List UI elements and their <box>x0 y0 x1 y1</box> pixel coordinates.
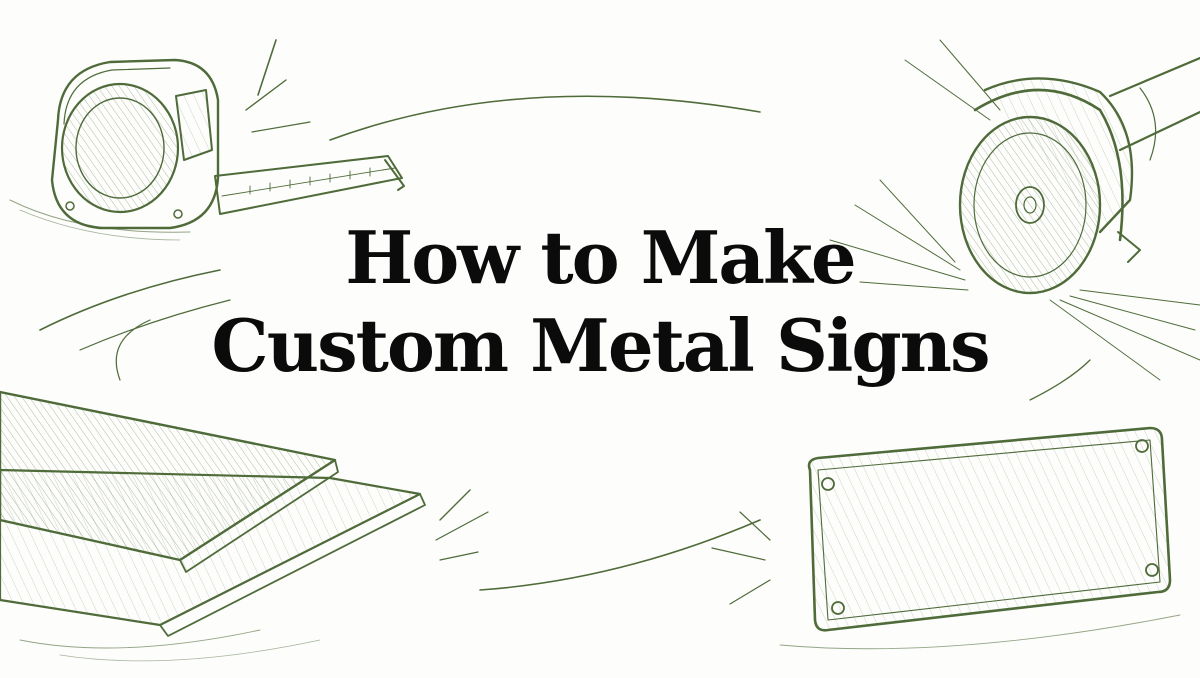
tape-measure-icon <box>9 39 405 241</box>
decorative-swooshes <box>39 95 1091 591</box>
page-title: How to Make Custom Metal Signs <box>0 222 1200 382</box>
metal-sheets-icon <box>0 390 489 662</box>
title-line-2: Custom Metal Signs <box>211 303 990 388</box>
angle-grinder-icon <box>829 39 1200 381</box>
title-line-1: How to Make <box>345 215 857 300</box>
blank-metal-sign-icon <box>711 426 1181 650</box>
